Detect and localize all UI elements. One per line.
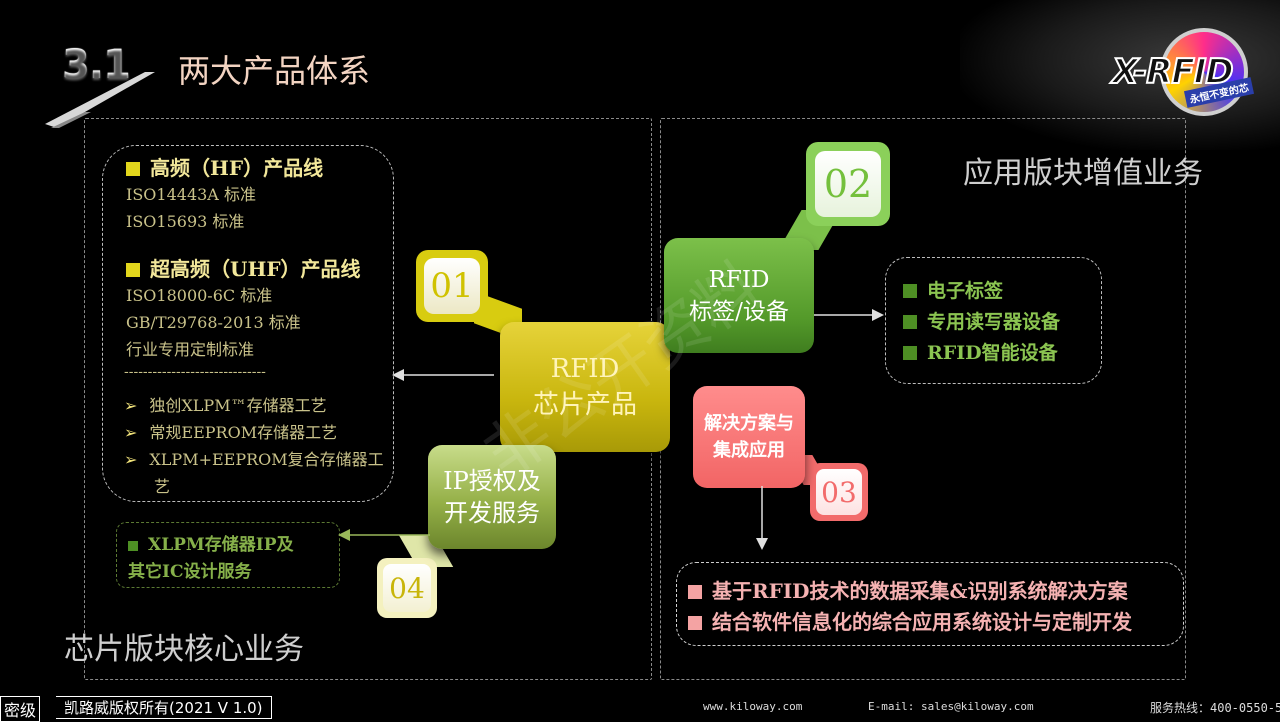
square-bullet-icon: [903, 346, 917, 360]
right-panel-title: 应用版块增值业务: [963, 156, 1203, 191]
number-badge-01: 01: [424, 258, 480, 314]
arrow-down-icon: [756, 486, 768, 550]
ip-service-line: XLPM存储器IP及: [148, 535, 294, 555]
number-badge-02: 02: [815, 151, 881, 217]
solution-item: 基于RFID技术的数据采集&识别系统解决方案: [712, 579, 1128, 603]
arrow-left-icon: [338, 529, 430, 541]
uhf-line: ISO18000-6C 标准: [126, 286, 273, 305]
arrow-right-icon: [814, 309, 884, 321]
solution-tile[interactable]: 解决方案与集成应用: [693, 386, 805, 488]
uhf-line: 行业专用定制标准: [126, 340, 255, 359]
ip-tile-line2: 开发服务: [443, 499, 540, 527]
hf-heading: 高频（HF）产品线: [150, 156, 324, 180]
left-panel-title: 芯片版块核心业务: [64, 632, 304, 667]
solution-list: 基于RFID技术的数据采集&识别系统解决方案 结合软件信息化的综合应用系统设计与…: [688, 576, 1132, 638]
footer-bar: [0, 694, 1280, 720]
section-title: 两大产品体系: [178, 52, 371, 90]
process-list: ➢ 独创XLPM™存储器工艺 ➢ 常规EEPROM存储器工艺 ➢ XLPM+EEPRO…: [124, 392, 384, 500]
footer-copyright: 凯路威版权所有(2021 V 1.0): [56, 696, 272, 719]
hf-line: ISO14443A 标准: [126, 185, 256, 204]
uhf-section: 超高频（UHF）产品线 ISO18000-6C 标准 GB/T29768-201…: [126, 253, 361, 363]
uhf-line: GB/T29768-2013 标准: [126, 313, 301, 332]
number-badge-03: 03: [816, 469, 862, 515]
footer-website[interactable]: www.kiloway.com: [703, 700, 803, 713]
process-item: 常规EEPROM存储器工艺: [149, 423, 338, 442]
footer-email[interactable]: E-mail: sales@kiloway.com: [868, 700, 1034, 713]
hf-line: ISO15693 标准: [126, 212, 245, 231]
tag-tile-line2: 标签/设备: [689, 298, 789, 325]
arrow-left-icon: [392, 369, 494, 381]
square-bullet-icon: [128, 541, 138, 551]
square-bullet-icon: [126, 162, 140, 176]
solution-box: [676, 562, 1184, 646]
footer-hotline: 服务热线：400-0550-5: [1150, 701, 1280, 715]
section-number: 3.1: [62, 42, 131, 88]
arrow-bullet-icon: ➢: [124, 450, 138, 469]
square-bullet-icon: [903, 315, 917, 329]
process-item: 独创XLPM™存储器工艺: [149, 396, 327, 415]
square-bullet-icon: [903, 284, 917, 298]
uhf-heading: 超高频（UHF）产品线: [150, 257, 361, 281]
ip-service-tile[interactable]: IP授权及开发服务: [428, 445, 556, 549]
ip-services-list: XLPM存储器IP及 其它IC设计服务: [128, 532, 293, 586]
application-item: 电子标签: [927, 280, 1004, 302]
chip-tile-line2: 芯片产品: [532, 390, 637, 420]
footer-classification: 密级: [0, 696, 41, 722]
arrow-bullet-icon: ➢: [124, 396, 138, 415]
chip-product-tile[interactable]: RFID 芯片产品: [500, 322, 670, 452]
square-bullet-icon: [688, 616, 702, 630]
logo-emblem: [1160, 28, 1248, 116]
application-item: RFID智能设备: [927, 342, 1058, 364]
square-bullet-icon: [688, 585, 702, 599]
separator-line: ------------------------------: [124, 364, 266, 380]
hf-section: 高频（HF）产品线 ISO14443A 标准 ISO15693 标准: [126, 152, 323, 235]
process-item: XLPM+EEPROM复合存储器工: [149, 450, 384, 469]
tag-tile-line1: RFID: [708, 266, 770, 293]
product-line-box: [102, 145, 394, 502]
solution-item: 结合软件信息化的综合应用系统设计与定制开发: [712, 610, 1132, 634]
number-badge-04: 04: [383, 564, 431, 612]
arrow-bullet-icon: ➢: [124, 423, 138, 442]
solution-tile-line2: 集成应用: [713, 440, 785, 461]
ip-services-box: [116, 522, 340, 588]
square-bullet-icon: [126, 263, 140, 277]
chip-tile-line1: RFID: [550, 354, 620, 384]
application-box: [885, 257, 1102, 384]
tag-device-tile[interactable]: RFID 标签/设备: [664, 238, 814, 353]
header-slash-decoration: [45, 72, 155, 128]
ip-tile-line1: IP授权及: [443, 467, 541, 495]
application-list: 电子标签 专用读写器设备 RFID智能设备: [903, 276, 1060, 369]
ip-service-line: 其它IC设计服务: [128, 562, 252, 582]
application-item: 专用读写器设备: [927, 311, 1061, 333]
process-item-continued: 艺: [154, 477, 171, 496]
solution-tile-line1: 解决方案与: [704, 413, 794, 434]
